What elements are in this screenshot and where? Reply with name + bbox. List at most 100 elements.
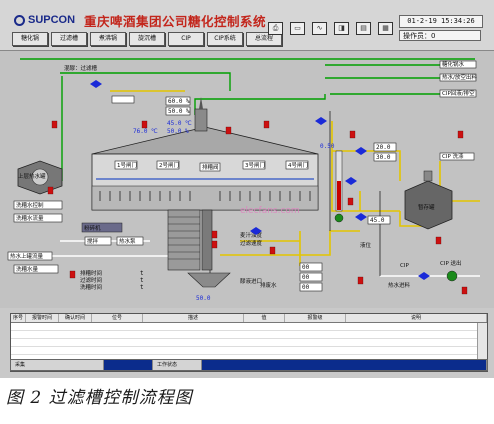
- svg-text:过滤速度: 过滤速度: [240, 239, 263, 247]
- svg-text:45.0: 45.0: [370, 217, 385, 224]
- status-cell-state: 工作状态: [153, 360, 202, 370]
- chimney-tip: [199, 97, 203, 109]
- trend-icon[interactable]: ∿: [312, 22, 327, 35]
- hot-pump-box[interactable]: [116, 236, 144, 246]
- yellow-right-bottom: [399, 211, 430, 227]
- left-tank-label: 上层热水罐: [18, 172, 46, 180]
- svg-text:CIP回液/排空: CIP回液/排空: [442, 89, 475, 97]
- svg-text:过滤时间: 过滤时间: [80, 276, 102, 284]
- bottom-temp-value: 50.0: [196, 295, 211, 302]
- valve-icons[interactable]: [90, 80, 430, 280]
- svg-text:热水泵: 热水泵: [119, 237, 136, 245]
- svg-text:液位: 液位: [360, 241, 372, 249]
- outlet-c-box: [439, 89, 477, 98]
- grain-column-stripes: [168, 216, 200, 260]
- svg-text:排糟阀: 排糟阀: [202, 163, 219, 171]
- toolbar: ⎙ ▭ ∿ ◨ ▤ ▦: [268, 22, 393, 35]
- pump-left-box[interactable]: [84, 236, 112, 246]
- grain-column-right: [201, 209, 213, 271]
- mid-a-box: [299, 262, 323, 272]
- nav-button-overview[interactable]: 总流程: [246, 32, 282, 46]
- gate-main-box[interactable]: [199, 162, 221, 172]
- yellow-right-mid: [332, 150, 401, 181]
- side-a-box[interactable]: [13, 200, 63, 210]
- date-time-display: 01-2-19 15:34:26: [399, 15, 483, 28]
- scada-window: SUPCON 重庆啤酒集团公司糖化控制系统 糖化锅 过滤槽 煮沸锅 旋沉槽 CI…: [0, 0, 494, 378]
- system-title: 重庆啤酒集团公司糖化控制系统: [84, 14, 267, 29]
- gate-4-box[interactable]: [285, 160, 309, 170]
- nav-button-cip-system[interactable]: CIP系统: [207, 32, 243, 46]
- svg-text:洗糟时间: 洗糟时间: [80, 283, 102, 291]
- header-bar: SUPCON 重庆啤酒集团公司糖化控制系统 糖化锅 过滤槽 煮沸锅 旋沉槽 CI…: [0, 0, 494, 51]
- gate-1-box[interactable]: [114, 160, 138, 170]
- alarm-indicators[interactable]: [47, 120, 468, 295]
- hot-water-up-box: [7, 251, 53, 261]
- alarm-table-rows: [11, 323, 477, 362]
- right-tank-label: 暂存罐: [418, 203, 435, 211]
- temp-d-value: 45.0 ℃: [167, 120, 192, 127]
- logo-icon: [14, 15, 25, 26]
- pressure-pump-icon[interactable]: [334, 213, 344, 223]
- outlet-b-box: [439, 73, 477, 82]
- svg-text:t: t: [140, 284, 144, 291]
- right-tank-neck: [423, 170, 433, 182]
- svg-text:热水上罐流量: 热水上罐流量: [10, 252, 44, 260]
- svg-text:热水/放空出料: 热水/放空出料: [442, 73, 477, 81]
- side-b-box[interactable]: [13, 213, 63, 223]
- nav-button-cip[interactable]: CIP: [168, 32, 204, 46]
- gate-3-box[interactable]: [242, 160, 266, 170]
- alarm-table-header: 序号 报警时间 确认时间 位号 描述 值 报警级 说明: [11, 314, 487, 323]
- rake-teeth: [99, 191, 311, 201]
- svg-text:00: 00: [302, 284, 310, 291]
- yellow-bottom: [220, 230, 360, 256]
- svg-text:50.0 %: 50.0 %: [168, 108, 190, 115]
- right-tag-box: [439, 152, 475, 161]
- svg-text:30.0: 30.0: [376, 154, 391, 161]
- svg-text:00: 00: [302, 264, 310, 271]
- alarm-table-scrollbar[interactable]: [477, 323, 487, 362]
- folder-icon[interactable]: ▭: [290, 22, 305, 35]
- dome-chimney: [194, 108, 208, 132]
- print-icon[interactable]: ⎙: [268, 22, 283, 35]
- grain-column-left: [167, 209, 201, 271]
- gate-2-box[interactable]: [156, 160, 180, 170]
- svg-text:醪液进口: 醪液进口: [240, 277, 262, 285]
- nav-button-boiling-kettle[interactable]: 煮沸锅: [90, 32, 126, 46]
- nav-button-whirlpool[interactable]: 旋沉槽: [129, 32, 165, 46]
- left-tank-mixer-icon: [31, 168, 49, 186]
- svg-text:排废水: 排废水: [260, 281, 277, 289]
- svg-text:00: 00: [302, 274, 310, 281]
- main-feed-label: 混醪：过滤槽: [64, 64, 98, 72]
- watermark-text: elecfans.com: [240, 206, 300, 216]
- temp-b-box: [165, 96, 191, 106]
- svg-text:CIP 洗涤: CIP 洗涤: [442, 152, 464, 160]
- temp-a-box: [111, 95, 135, 104]
- svg-text:4号闸门: 4号闸门: [288, 161, 308, 169]
- temp-a-value: 76.0 ℃: [133, 128, 158, 135]
- process-svg: 上层热水罐 1号闸门 2号闸门 排糟阀 3号闸门 4号闸门: [7, 58, 480, 302]
- svg-text:3号闸门: 3号闸门: [245, 161, 265, 169]
- nav-button-mash-tun[interactable]: 糖化锅: [12, 32, 48, 46]
- outlet-a-box: [439, 60, 477, 69]
- process-diagram: 上层热水罐 1号闸门 2号闸门 排糟阀 3号闸门 4号闸门: [0, 51, 494, 308]
- status-cell-left: 采集: [11, 360, 104, 370]
- status-cell-indicator: [104, 360, 153, 370]
- nav-button-lauter-tun[interactable]: 过滤槽: [51, 32, 87, 46]
- report-icon[interactable]: ▤: [356, 22, 371, 35]
- svg-text:搅拌: 搅拌: [87, 237, 99, 245]
- operator-display: 操作员：0: [399, 30, 481, 41]
- help-icon[interactable]: ▦: [378, 22, 393, 35]
- grain-mill[interactable]: [81, 222, 123, 233]
- svg-text:t: t: [140, 270, 144, 277]
- cip-pump-icon[interactable]: [446, 270, 458, 282]
- svg-text:CIP: CIP: [400, 263, 409, 269]
- svg-text:排糟时间: 排糟时间: [80, 269, 102, 277]
- svg-text:粉碎机: 粉碎机: [84, 224, 101, 232]
- alarm-icon[interactable]: ◨: [334, 22, 349, 35]
- svg-text:60.0 %: 60.0 %: [168, 98, 190, 105]
- status-bar: 采集 工作状态: [10, 359, 488, 371]
- svg-text:洗糟水控制: 洗糟水控制: [16, 201, 44, 209]
- feed-green-pipe: [60, 72, 231, 91]
- pressure-value: 0.50: [320, 143, 335, 150]
- hot-water-up2-box: [13, 264, 59, 274]
